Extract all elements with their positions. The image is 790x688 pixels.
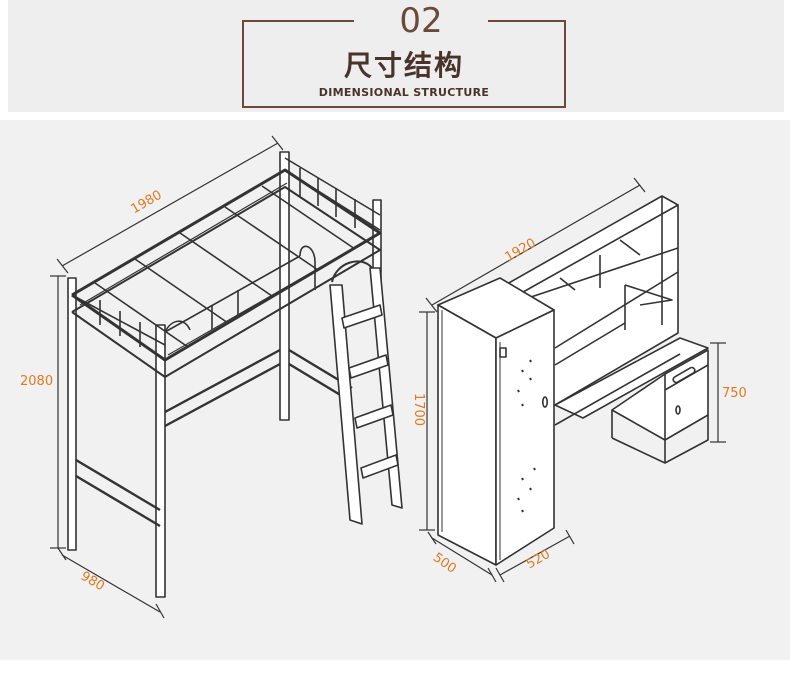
dimension-bed-height: 2080 <box>20 374 54 389</box>
header-frame <box>242 20 566 108</box>
dimension-desk-height: 750 <box>722 386 747 401</box>
dimension-wardrobe-height: 1700 <box>411 392 427 427</box>
section-subtitle: DIMENSIONAL STRUCTURE <box>318 86 490 99</box>
section-header <box>8 0 784 112</box>
wardrobe-desk-illustration <box>419 177 726 583</box>
section-title: 尺寸结构 <box>343 49 464 82</box>
section-number: 02 <box>399 1 443 41</box>
header-frame-top-left <box>242 20 354 22</box>
header-frame-top-right <box>488 20 566 22</box>
loft-bed-illustration <box>50 135 403 619</box>
